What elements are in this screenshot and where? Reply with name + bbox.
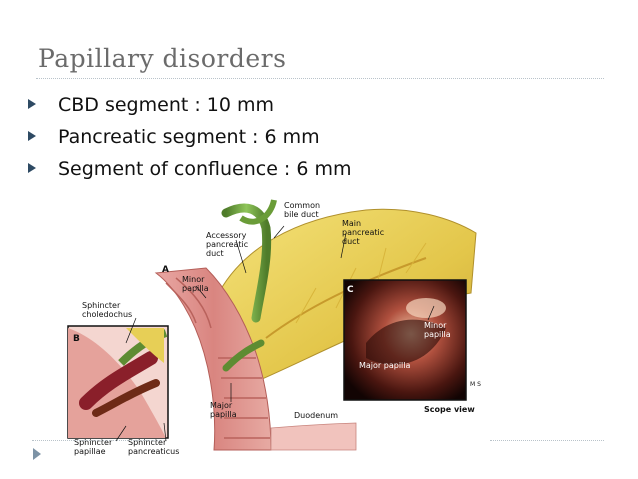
- watermark-text: M S: [470, 381, 481, 388]
- bullet-arrow-icon: [28, 131, 36, 141]
- bullet-item: CBD segment : 10 mm: [28, 92, 352, 124]
- bullet-text: Segment of confluence : 6 mm: [58, 158, 352, 180]
- footer-divider-left: [32, 440, 162, 441]
- footer-divider-right: [490, 440, 604, 441]
- bullet-arrow-icon: [28, 163, 36, 173]
- label-duodenum: Duodenum: [294, 411, 338, 420]
- bile-duct-shape: [221, 203, 272, 323]
- bullet-item: Segment of confluence : 6 mm: [28, 156, 352, 188]
- slide-nav-arrow-icon[interactable]: [33, 448, 41, 460]
- bullet-text: Pancreatic segment : 6 mm: [58, 126, 320, 148]
- panel-b-label: B: [73, 334, 80, 344]
- bullet-item: Pancreatic segment : 6 mm: [28, 124, 352, 156]
- title-divider: [36, 78, 604, 79]
- label-scope-view: Scope view: [424, 405, 475, 414]
- scope-label-major-papilla: Major papilla: [359, 361, 410, 370]
- bullet-text: CBD segment : 10 mm: [58, 94, 275, 116]
- panel-a-label: A: [162, 265, 169, 275]
- panel-c-label: C: [347, 285, 354, 295]
- slide-title: Papillary disorders: [38, 44, 287, 73]
- bullet-arrow-icon: [28, 99, 36, 109]
- bullet-list: CBD segment : 10 mm Pancreatic segment :…: [28, 92, 352, 188]
